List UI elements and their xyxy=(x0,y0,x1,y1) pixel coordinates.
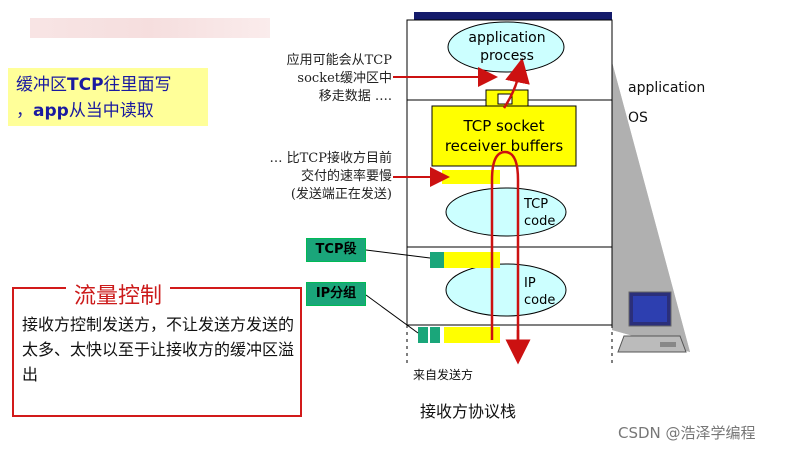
layer-label-application: application xyxy=(628,80,706,96)
computer-icon xyxy=(617,291,687,353)
ip-packet-tag: IP分组 xyxy=(306,282,366,306)
stack-top-bar xyxy=(414,12,612,20)
csdn-watermark: CSDN @浩泽学编程 xyxy=(618,424,756,442)
blurred-header-bar xyxy=(30,18,270,38)
receiver-stack-caption: 接收方协议栈 xyxy=(420,402,517,421)
ip-packet-payload xyxy=(444,327,500,343)
tcp-tag-pointer xyxy=(365,249,431,259)
tcp-code-oval xyxy=(445,187,567,237)
buffer-segment xyxy=(442,170,500,184)
ip-code-oval xyxy=(445,263,567,317)
ip-tag-pointer xyxy=(365,294,419,334)
tcp-segment-header xyxy=(430,252,444,268)
from-sender-label: 来自发送方 xyxy=(413,368,474,382)
annotation-app-remove: 应用可能会从TCP socket缓冲区中 移走数据 …. xyxy=(286,53,392,104)
ip-packet-header xyxy=(418,327,428,343)
buffer-note: 缓冲区TCP往里面写 ，app从当中读取 xyxy=(8,68,208,126)
tcp-receive-buffer xyxy=(431,105,577,167)
flow-control-title: 流量控制 xyxy=(66,278,171,310)
layer-label-os: OS xyxy=(628,110,648,126)
tcp-segment-payload xyxy=(444,252,500,268)
tcp-segment-tag: TCP段 xyxy=(306,238,366,262)
annotation-slow-delivery: … 比TCP接收方目前 交付的速率要慢 (发送端正在发送) xyxy=(269,151,393,202)
data-flow-up-arrow xyxy=(490,150,520,352)
flow-control-description: 接收方控制发送方，不让发送方发送的太多、太快以至于让接收方的缓冲区溢出 xyxy=(22,315,295,384)
app-read-arrow xyxy=(502,57,530,109)
